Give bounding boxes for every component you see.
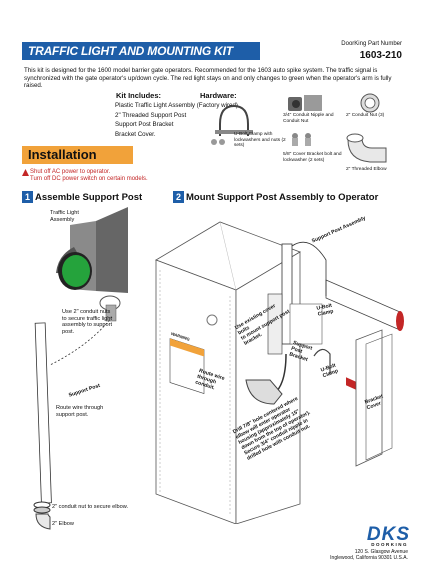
warning-line: Turn off DC power switch on certain mode… xyxy=(30,176,148,182)
support-post-mounted xyxy=(245,241,327,405)
hw-label-elbow: 2" Threaded Elbow xyxy=(346,167,387,172)
part-number-label: DoorKing Part Number xyxy=(341,41,402,47)
hardware-heading: Hardware: xyxy=(200,91,237,100)
hardware-illustration xyxy=(211,93,387,163)
threaded-elbow-icon xyxy=(346,133,387,163)
kit-item: 2" Threaded Support Post xyxy=(115,111,187,119)
step-2-heading: 2 Mount Support Post Assembly to Operato… xyxy=(173,191,378,203)
step-1-heading: 1 Assemble Support Post xyxy=(22,191,142,203)
kit-heading: Kit Includes: xyxy=(116,91,162,100)
hw-label-nipple: 3/4" Conduit Nipple and Conduit Nut xyxy=(283,113,334,124)
u-bolt-clamp-icon xyxy=(211,104,253,145)
label-elbow: 2" Elbow xyxy=(52,521,74,527)
hw-label-ubolt: U-Bolt Clamp with lockwashers and nuts (… xyxy=(234,132,286,149)
step-title: Assemble Support Post xyxy=(35,191,143,203)
warning-triangle-icon xyxy=(22,169,29,176)
hw-label-nut: 2" Conduit Nut (3) xyxy=(346,113,385,118)
power-warning: Shut off AC power to operator. Turn off … xyxy=(30,169,148,183)
label-elbow-nut: 2" conduit nut to secure elbow. xyxy=(52,504,128,510)
kit-item: Bracket Cover. xyxy=(115,130,156,138)
address-line: 120 S. Glasgow Avenue xyxy=(354,549,408,555)
gate-arm xyxy=(325,279,404,413)
traffic-light-icon xyxy=(56,207,128,322)
step-number: 2 xyxy=(173,191,184,203)
cover-bracket-bolt-icon xyxy=(292,133,311,146)
kit-item: Support Post Bracket xyxy=(115,121,174,128)
intro-paragraph: This kit is designed for the 1600 model … xyxy=(24,67,392,90)
label-traffic-light: Traffic Light Assembly xyxy=(50,210,79,223)
doorking-wordmark: DOORKING xyxy=(371,542,408,547)
step-1-illustration xyxy=(33,207,128,530)
doorking-logo: DKS xyxy=(366,524,410,545)
step-number: 1 xyxy=(22,191,33,203)
label-route-wire: Route wire through support post. xyxy=(56,405,104,418)
step-2-illustration xyxy=(155,221,404,524)
page-title: TRAFFIC LIGHT AND MOUNTING KIT xyxy=(22,42,260,60)
company-address: 120 S. Glasgow Avenue Inglewood, Califor… xyxy=(330,549,408,561)
installation-heading: Installation xyxy=(22,146,133,164)
bracket-cover xyxy=(355,329,393,467)
conduit-nut-icon xyxy=(360,93,380,113)
hw-label-bolt: 5/8" Cover Bracket bolt and lockwasher (… xyxy=(283,152,342,163)
kit-item: Plastic Traffic Light Assembly (Factory … xyxy=(115,102,238,109)
address-line: Inglewood, California 90301 U.S.A. xyxy=(330,555,408,561)
part-number: 1603-210 xyxy=(359,50,402,61)
step-title: Mount Support Post Assembly to Operator xyxy=(186,191,379,203)
warning-sticker xyxy=(169,338,205,394)
warning-line: Shut off AC power to operator. xyxy=(30,169,111,175)
label-conduit-nuts: Use 2" conduit nuts to secure traffic li… xyxy=(62,309,113,335)
conduit-nipple-icon xyxy=(288,95,322,111)
kit-list: Plastic Traffic Light Assembly (Factory … xyxy=(115,101,238,139)
